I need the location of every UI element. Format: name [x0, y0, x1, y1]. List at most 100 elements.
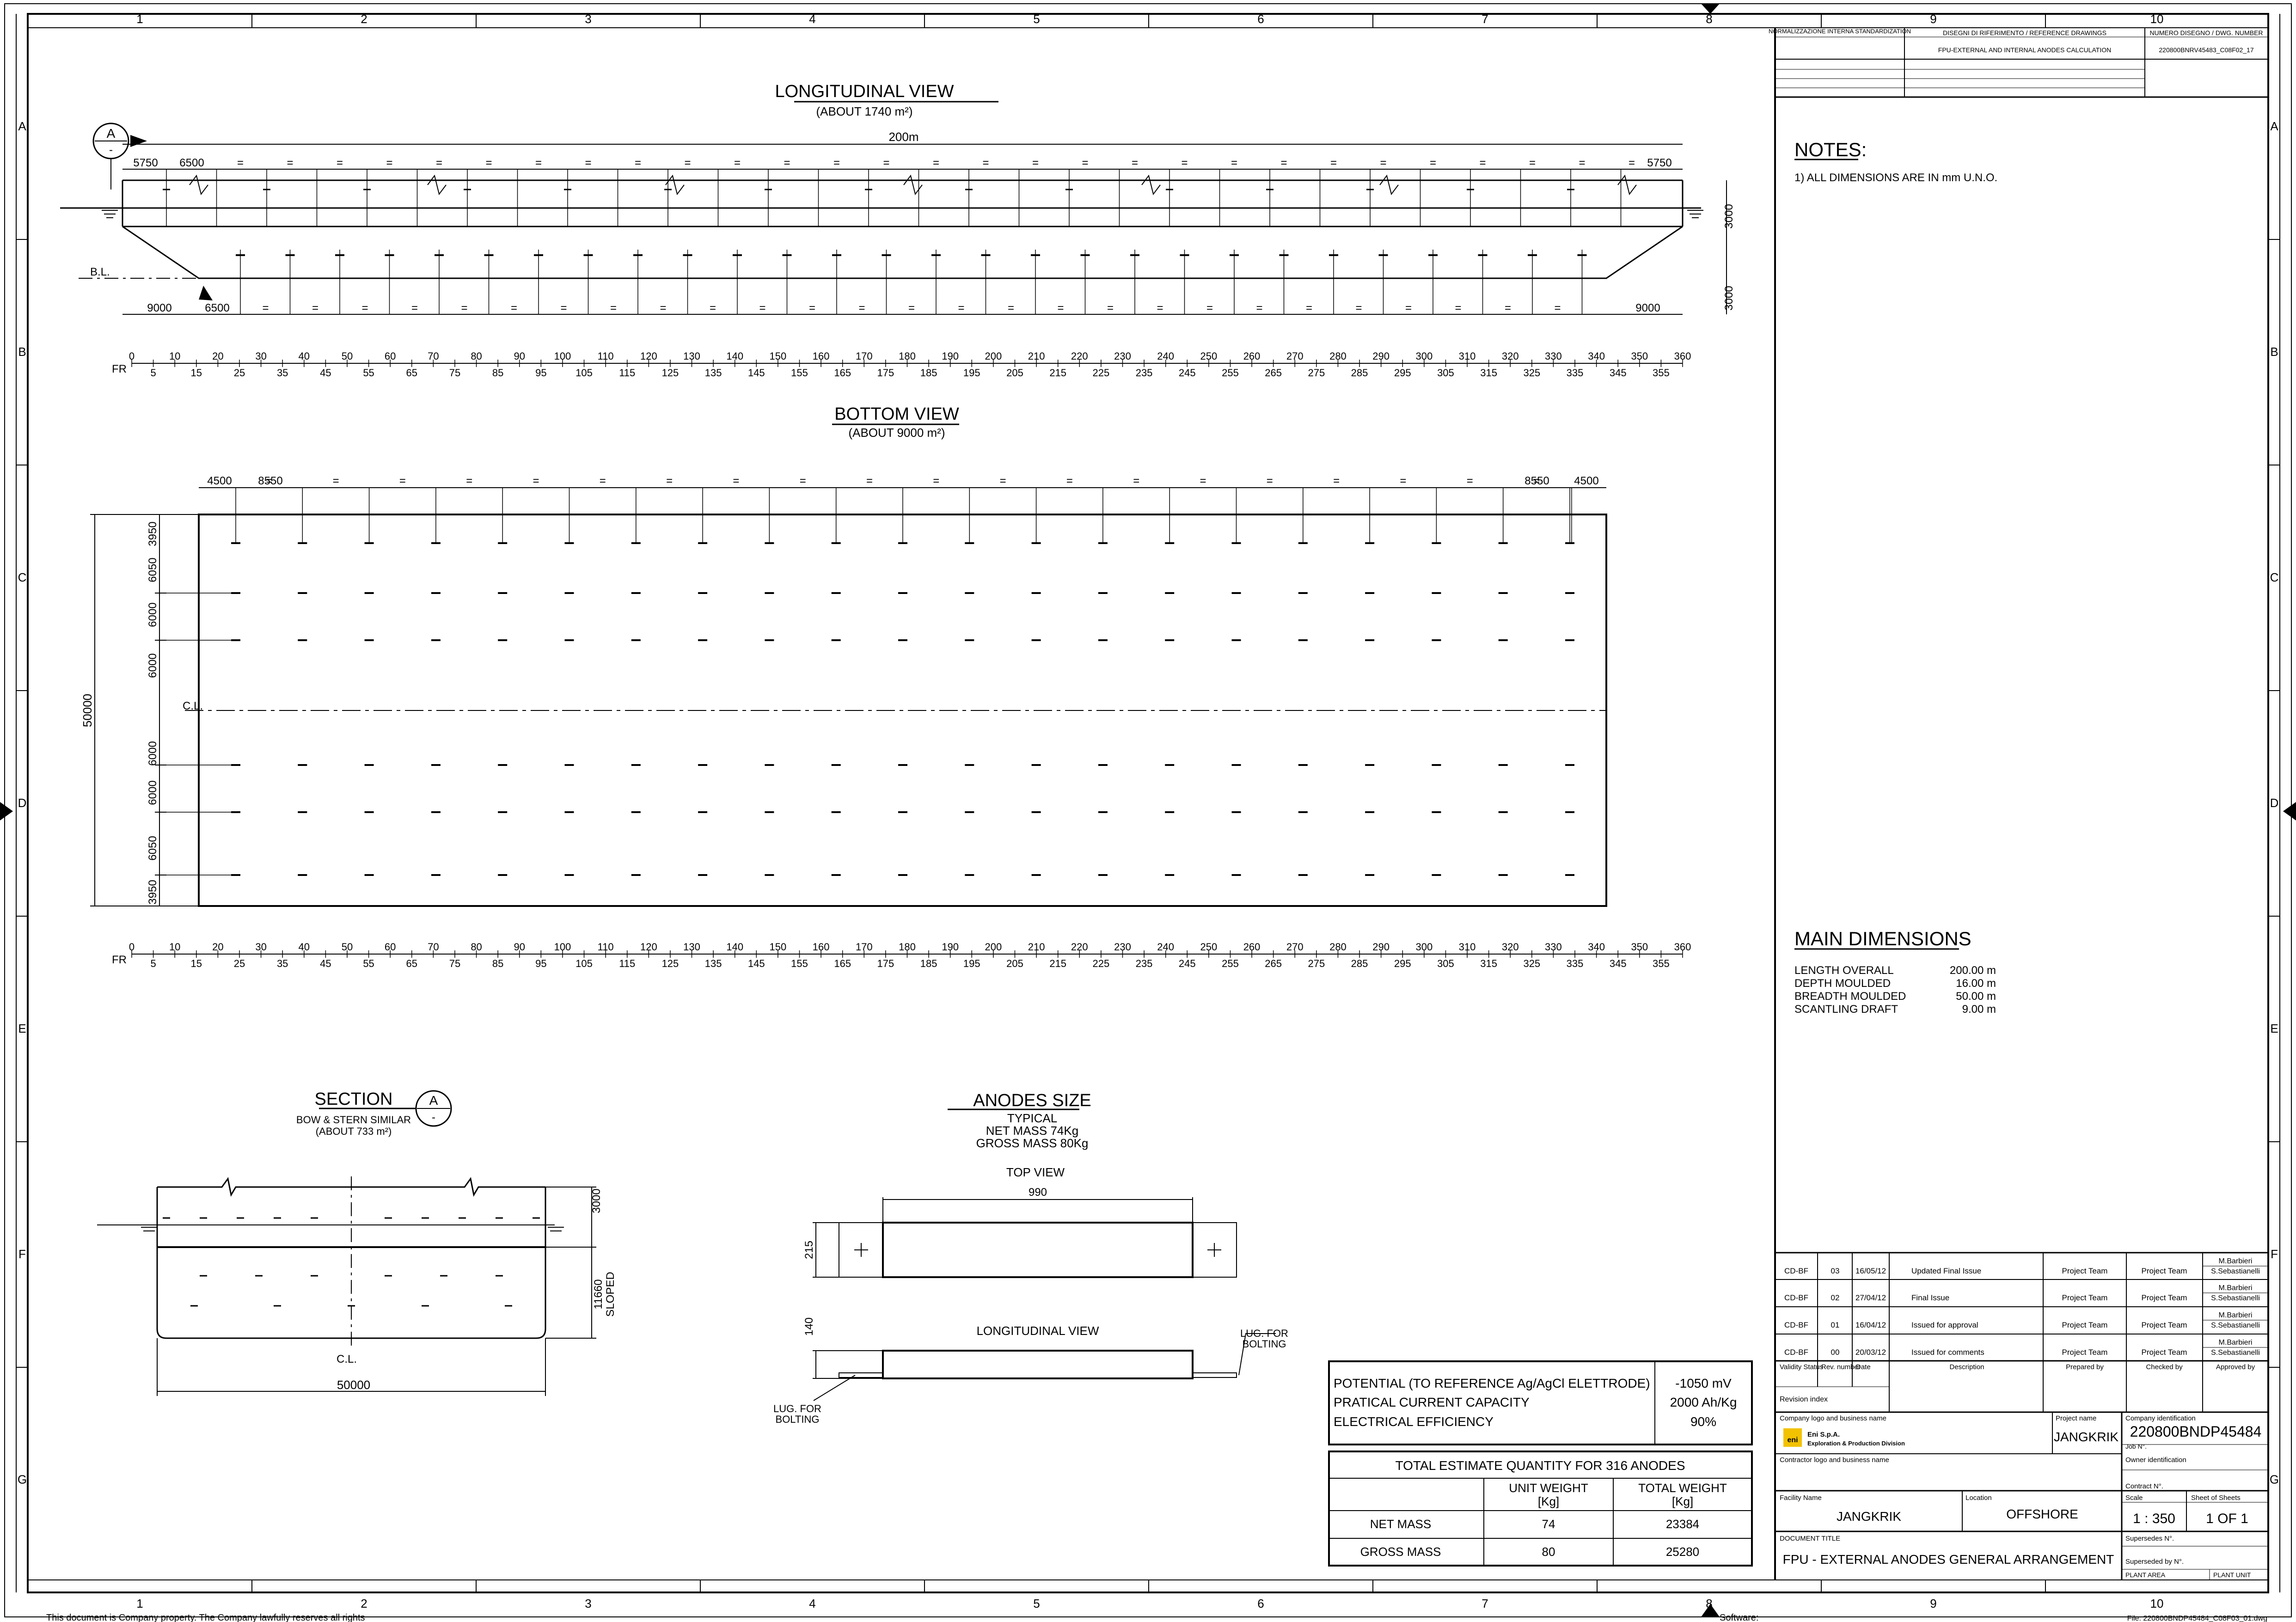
svg-text:PLANT AREA: PLANT AREA: [2125, 1571, 2166, 1579]
frame-number: 180: [899, 941, 916, 953]
frame-number: 255: [1222, 367, 1239, 379]
equal-dim: =: [1280, 157, 1287, 169]
frame-number: 5: [150, 958, 156, 969]
frame-number: 175: [877, 367, 894, 379]
frame-number: 345: [1610, 958, 1627, 969]
grid-row-label-left: C: [18, 570, 27, 584]
frame-number: 110: [598, 941, 614, 953]
frame-number: 265: [1265, 958, 1282, 969]
revision-number: 01: [1831, 1321, 1840, 1329]
frame-number: 80: [471, 941, 482, 953]
frame-number: 325: [1523, 958, 1540, 969]
frame-number: 260: [1243, 941, 1261, 953]
frame-number: 185: [920, 367, 937, 379]
equal-dim: =: [1032, 157, 1039, 169]
svg-text:LUG. FOR: LUG. FOR: [773, 1403, 821, 1414]
svg-text:POTENTIAL (TO REFERENCE Ag/AgC: POTENTIAL (TO REFERENCE Ag/AgCl ELETTROD…: [1334, 1376, 1650, 1390]
frame-number: 35: [277, 367, 288, 379]
frame-number: 345: [1610, 367, 1627, 379]
svg-text:Rev. number: Rev. number: [1821, 1363, 1861, 1371]
frame-number: 125: [662, 367, 679, 379]
frame-number: 115: [619, 367, 635, 379]
svg-text:5750: 5750: [1647, 157, 1671, 169]
breadth-dim: 50000: [80, 694, 94, 727]
frame-number: 220: [1071, 941, 1088, 953]
svg-text:Project name: Project name: [2056, 1414, 2096, 1422]
quantity-table: TOTAL ESTIMATE QUANTITY FOR 316 ANODES U…: [1328, 1451, 1753, 1567]
frame-number: 165: [834, 958, 851, 969]
frame-number: 60: [385, 941, 396, 953]
frame-number: 335: [1567, 367, 1584, 379]
frame-number: 95: [535, 367, 546, 379]
equal-dim: =: [733, 475, 739, 487]
frame-number: 135: [705, 367, 722, 379]
revision-checked: Project Team: [2142, 1293, 2187, 1302]
frame-number: 305: [1437, 958, 1454, 969]
frame-number: 280: [1329, 941, 1347, 953]
svg-text:Superseded by N°.: Superseded by N°.: [2125, 1558, 2184, 1566]
svg-text:GROSS MASS: GROSS MASS: [1360, 1545, 1441, 1559]
equal-dim: =: [1467, 475, 1473, 487]
section-view: SECTION A - BOW & STERN SIMILAR (ABOUT 7…: [97, 1089, 617, 1396]
longitudinal-view-title: LONGITUDINAL VIEW: [775, 82, 954, 101]
equal-dim: =: [610, 302, 617, 314]
frame-number: 40: [299, 350, 310, 362]
section-mark-letter: A: [107, 126, 116, 141]
frame-number: 225: [1093, 367, 1110, 379]
equal-dim: =: [982, 157, 989, 169]
frame-number: 295: [1394, 367, 1411, 379]
vertical-dim: 6000: [147, 653, 159, 678]
frame-number: 275: [1308, 958, 1325, 969]
svg-text:990: 990: [1029, 1186, 1047, 1199]
grid-row-label-left: E: [18, 1022, 26, 1035]
svg-text:90%: 90%: [1690, 1414, 1716, 1429]
frame-number: 5: [150, 367, 156, 379]
facility-name: JANGKRIK: [1837, 1509, 1901, 1524]
grid-col-label-top: 5: [1033, 12, 1040, 26]
frame-number: 200: [985, 350, 1002, 362]
revision-description: Updated Final Issue: [1911, 1267, 1981, 1275]
svg-text:TOTAL WEIGHT: TOTAL WEIGHT: [1638, 1481, 1727, 1495]
svg-text:[Kg]: [Kg]: [1538, 1494, 1559, 1508]
revision-validity: CD-BF: [1784, 1348, 1808, 1357]
frame-number: 205: [1006, 958, 1023, 969]
frame-number: 15: [191, 367, 202, 379]
frame-number: 265: [1265, 367, 1282, 379]
equal-dim: =: [1231, 157, 1237, 169]
frame-number: 175: [877, 958, 894, 969]
frame-number: 160: [813, 941, 830, 953]
revision-approved: M.Barbieri: [2219, 1311, 2253, 1319]
svg-text:LONGITUDINAL VIEW: LONGITUDINAL VIEW: [977, 1324, 1099, 1338]
equal-dim: =: [1380, 157, 1386, 169]
section-width-dim: 50000: [337, 1378, 370, 1392]
frame-number: 270: [1286, 350, 1304, 362]
svg-text:FPU-EXTERNAL AND INTERNAL ANOD: FPU-EXTERNAL AND INTERNAL ANODES CALCULA…: [1938, 46, 2111, 54]
grid-col-label-bottom: 3: [585, 1597, 591, 1610]
frame-number: 0: [129, 350, 135, 362]
svg-text:Facility Name: Facility Name: [1780, 1494, 1822, 1502]
revision-validity: CD-BF: [1784, 1321, 1808, 1329]
frame-number: 75: [449, 958, 460, 969]
revision-approved: M.Barbieri: [2219, 1339, 2253, 1347]
longitudinal-view-area: (ABOUT 1740 m²): [816, 104, 912, 118]
frame-number: 10: [169, 941, 180, 953]
svg-text:Company identification: Company identification: [2125, 1414, 2196, 1422]
frame-number: 195: [963, 958, 980, 969]
svg-text:BOLTING: BOLTING: [776, 1414, 820, 1425]
equal-dim: =: [1200, 475, 1206, 487]
svg-text:Location: Location: [1965, 1494, 1992, 1502]
svg-text:23384: 23384: [1666, 1517, 1699, 1531]
frame-prefix: FR: [112, 363, 127, 375]
grid-col-label-top: 4: [809, 12, 815, 26]
revision-date: 27/04/12: [1855, 1293, 1886, 1302]
svg-text:74: 74: [1542, 1517, 1555, 1531]
svg-text:6500: 6500: [205, 302, 229, 314]
grid-row-label-left: F: [18, 1247, 26, 1261]
equal-dim: =: [1133, 475, 1139, 487]
anodes-size-title: ANODES SIZE: [973, 1091, 1091, 1110]
equal-dim: =: [287, 157, 293, 169]
equal-dim: =: [262, 302, 269, 314]
equal-dim: =: [1554, 302, 1561, 314]
svg-text:A: A: [429, 1093, 438, 1108]
